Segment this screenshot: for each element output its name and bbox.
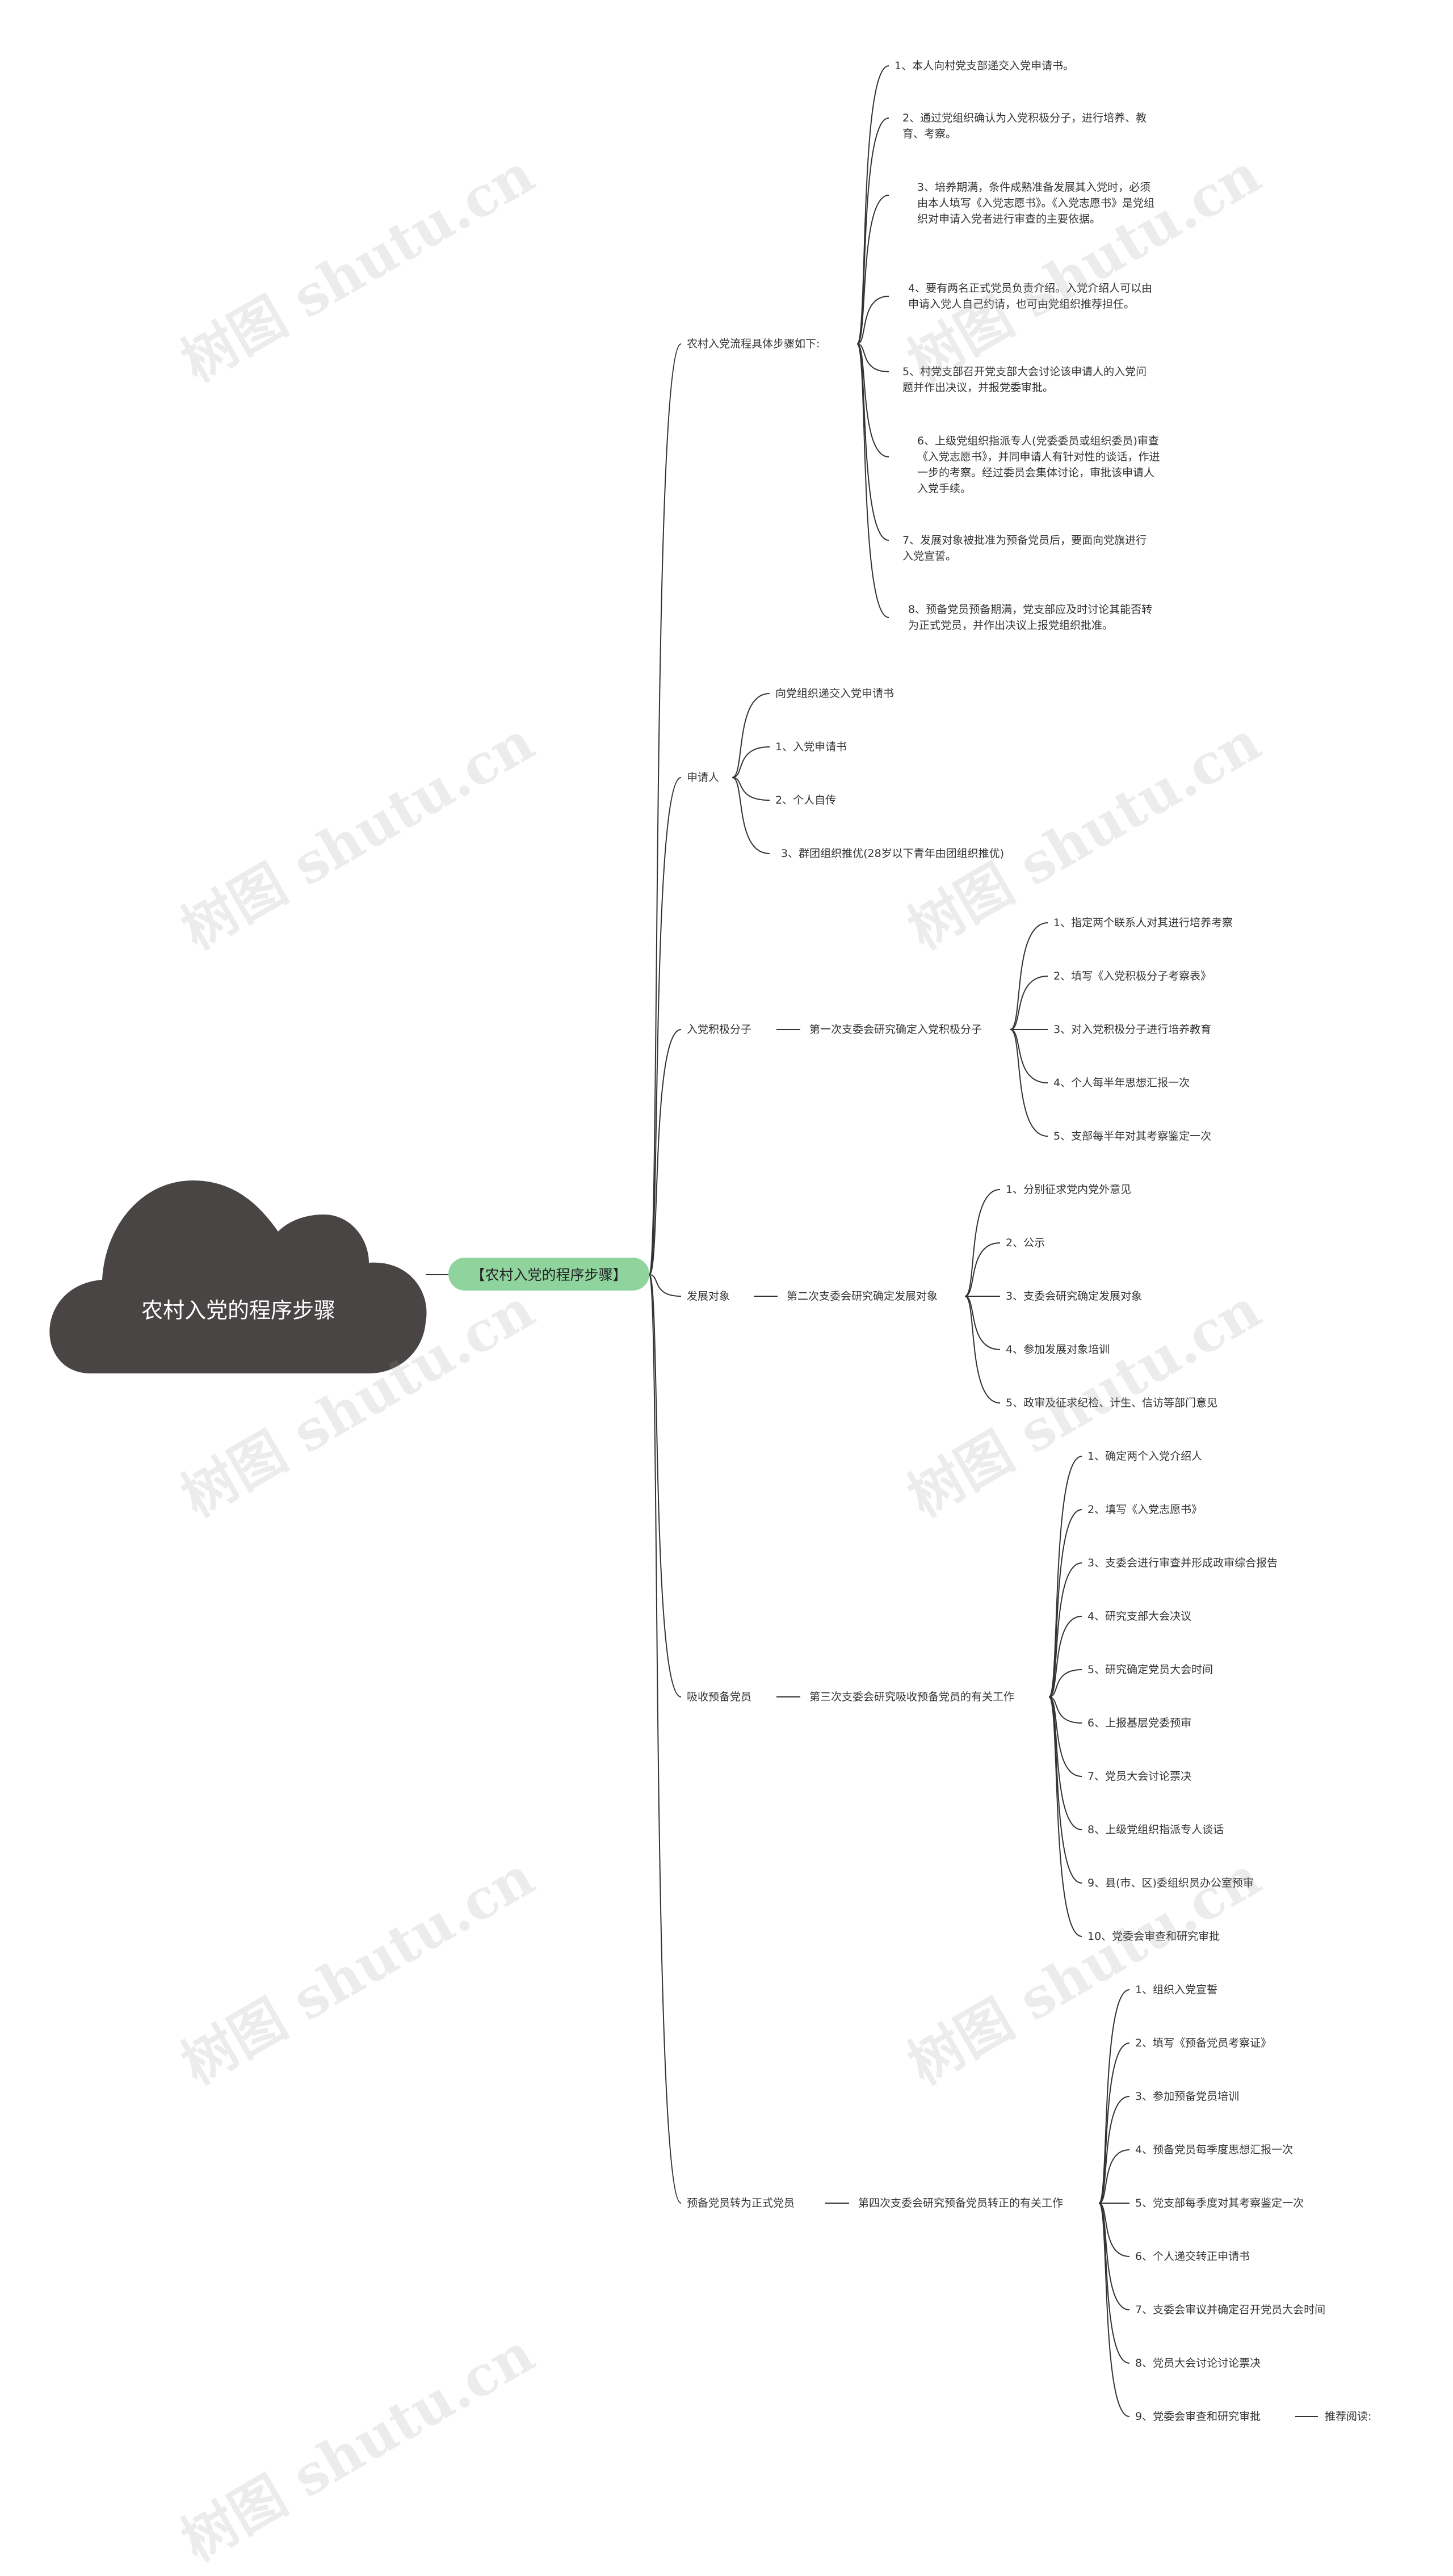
connector-line: [732, 746, 770, 778]
connector-line: [1048, 1562, 1082, 1697]
connector-line: [1048, 1669, 1082, 1697]
list-item[interactable]: 6、上级党组织指派专人(党委委员或组织委员)审查《入党志愿书》，并同申请人有针对…: [917, 435, 1160, 495]
connector-lines: [49, 65, 1318, 2417]
branch-full-member[interactable]: 预备党员转为正式党员: [687, 2197, 795, 2209]
list-item[interactable]: 6、上报基层党委预审: [1087, 1717, 1192, 1729]
connector-line: [1098, 2149, 1130, 2204]
list-item[interactable]: 7、支委会审议并确定召开党员大会时间: [1135, 2304, 1326, 2316]
connector-line: [649, 1274, 682, 1697]
root-node[interactable]: 农村入党的程序步骤: [51, 1249, 426, 1368]
list-item[interactable]: 4、参加发展对象培训: [1006, 1343, 1110, 1356]
list-item[interactable]: 1、指定两个联系人对其进行培养考察: [1053, 917, 1233, 929]
list-item[interactable]: 1、分别征求党内党外意见: [1006, 1183, 1132, 1196]
list-item[interactable]: 2、填写《入党积极分子考察表》: [1053, 970, 1212, 982]
connector-line: [1048, 1696, 1082, 1937]
connector-line: [649, 1029, 682, 1275]
list-item[interactable]: 7、党员大会讨论票决: [1087, 1770, 1192, 1783]
list-item[interactable]: 8、预备党员预备期满，党支部应及时讨论其能否转为正式党员，并作出决议上报党组织批…: [908, 603, 1153, 632]
connector-line: [1010, 922, 1048, 1030]
list-item[interactable]: 7、发展对象被批准为预备党员后，要面向党旗进行入党宣誓。: [902, 534, 1147, 562]
list-item[interactable]: 4、个人每半年思想汇报一次: [1053, 1077, 1190, 1089]
list-item[interactable]: 6、个人递交转正申请书: [1135, 2250, 1250, 2263]
connector-line: [649, 777, 682, 1275]
connector-line: [649, 1274, 682, 1297]
connector-line: [964, 1296, 1001, 1403]
list-item[interactable]: 向党组织递交入党申请书: [775, 687, 895, 700]
list-item[interactable]: 2、填写《预备党员考察证》: [1135, 2037, 1272, 2049]
list-item[interactable]: 3、群团组织推优(28岁以下青年由团组织推优): [781, 847, 1005, 860]
connector-line: [856, 117, 889, 344]
connector-line: [732, 777, 770, 801]
list-item[interactable]: 1、组织入党宣誓: [1135, 1984, 1218, 1996]
list-item[interactable]: 2、通过党组织确认为入党积极分子，进行培养、教育、考察。: [902, 112, 1147, 140]
connector-line: [1098, 2096, 1130, 2204]
list-item[interactable]: 3、支委会进行审查并形成政审综合报告: [1087, 1557, 1278, 1569]
connector-line: [1010, 976, 1048, 1030]
connector-line: [1048, 1616, 1082, 1697]
connector-meeting-2[interactable]: 第二次支委会研究确定发展对象: [787, 1290, 938, 1302]
list-item[interactable]: 9、党委会审查和研究审批: [1135, 2410, 1261, 2423]
list-item[interactable]: 8、党员大会讨论讨论票决: [1135, 2357, 1261, 2369]
list-item[interactable]: 3、参加预备党员培训: [1135, 2090, 1240, 2103]
branch-activist[interactable]: 入党积极分子: [687, 1023, 752, 1036]
connector-line: [732, 693, 770, 778]
list-item[interactable]: 1、本人向村党支部递交入党申请书。: [895, 60, 1074, 72]
connector-line: [856, 343, 889, 618]
branch-applicant[interactable]: 申请人: [687, 771, 720, 784]
list-item[interactable]: 8、上级党组织指派专人谈话: [1087, 1823, 1224, 1836]
list-item[interactable]: 4、预备党员每季度思想汇报一次: [1135, 2144, 1294, 2156]
connector-meeting-4[interactable]: 第四次支委会研究预备党员转正的有关工作: [858, 2197, 1064, 2209]
list-item[interactable]: 5、政审及征求纪检、计生、信访等部门意见: [1006, 1397, 1218, 1409]
connector-line: [1048, 1696, 1082, 1724]
list-item[interactable]: 3、对入党积极分子进行培养教育: [1053, 1023, 1212, 1036]
list-item[interactable]: 4、研究支部大会决议: [1087, 1610, 1192, 1623]
list-item[interactable]: 1、入党申请书: [775, 741, 847, 753]
list-item[interactable]: 5、村党支部召开党支部大会讨论该申请人的入党问题并作出决议，并报党委审批。: [902, 365, 1147, 394]
connector-line: [649, 343, 682, 1275]
connector-line: [649, 1274, 682, 2204]
connector-line: [856, 343, 889, 457]
connector-line: [856, 296, 889, 344]
list-item[interactable]: 10、党委会审查和研究审批: [1087, 1930, 1220, 1943]
list-item[interactable]: 1、确定两个入党介绍人: [1087, 1450, 1203, 1463]
connector-line: [1010, 1029, 1048, 1083]
connector-line: [964, 1189, 1001, 1297]
list-item[interactable]: 3、支委会研究确定发展对象: [1006, 1290, 1143, 1302]
connector-line: [1048, 1509, 1082, 1697]
center-node[interactable]: 【农村入党的程序步骤】: [448, 1258, 649, 1291]
recommended-reading-link[interactable]: 推荐阅读:: [1325, 2410, 1372, 2423]
connector-line: [1098, 2203, 1130, 2257]
connector-line: [1010, 1029, 1048, 1137]
connector-line: [964, 1296, 1001, 1350]
connector-meeting-1[interactable]: 第一次支委会研究确定入党积极分子: [809, 1023, 982, 1036]
list-item[interactable]: 5、支部每半年对其考察鉴定一次: [1053, 1130, 1212, 1142]
connector-line: [1048, 1696, 1082, 1777]
connector-line: [964, 1242, 1001, 1297]
root-cloud-shape: [49, 1180, 427, 1373]
connector-line: [1048, 1456, 1082, 1697]
connector-line: [856, 65, 889, 344]
connector-line: [1098, 1989, 1130, 2204]
list-item[interactable]: 2、个人自传: [775, 794, 837, 806]
connector-line: [856, 343, 889, 372]
connector-line: [1098, 2203, 1130, 2417]
connector-line: [1098, 2043, 1130, 2204]
list-item[interactable]: 2、公示: [1006, 1237, 1045, 1249]
list-item[interactable]: 9、县(市、区)委组织员办公室预审: [1087, 1877, 1254, 1889]
root-label: 农村入党的程序步骤: [141, 1297, 335, 1323]
connector-line: [856, 195, 889, 344]
branch-development[interactable]: 发展对象: [687, 1290, 730, 1302]
center-label: 【农村入党的程序步骤】: [471, 1267, 627, 1283]
list-item[interactable]: 5、研究确定党员大会时间: [1087, 1663, 1213, 1676]
connector-meeting-3[interactable]: 第三次支委会研究吸收预备党员的有关工作: [809, 1691, 1015, 1703]
branch-probationary[interactable]: 吸收预备党员: [687, 1691, 752, 1703]
connector-line: [732, 777, 770, 854]
list-item[interactable]: 4、要有两名正式党员负责介绍。入党介绍人可以由申请入党人自己约请，也可由党组织推…: [908, 282, 1153, 310]
list-item[interactable]: 2、填写《入党志愿书》: [1087, 1503, 1203, 1516]
list-item[interactable]: 3、培养期满，条件成熟准备发展其入党时，必须由本人填写《入党志愿书》。《入党志愿…: [917, 181, 1155, 225]
list-item[interactable]: 5、党支部每季度对其考察鉴定一次: [1135, 2197, 1304, 2209]
branch-steps[interactable]: 农村入党流程具体步骤如下:: [687, 338, 820, 350]
